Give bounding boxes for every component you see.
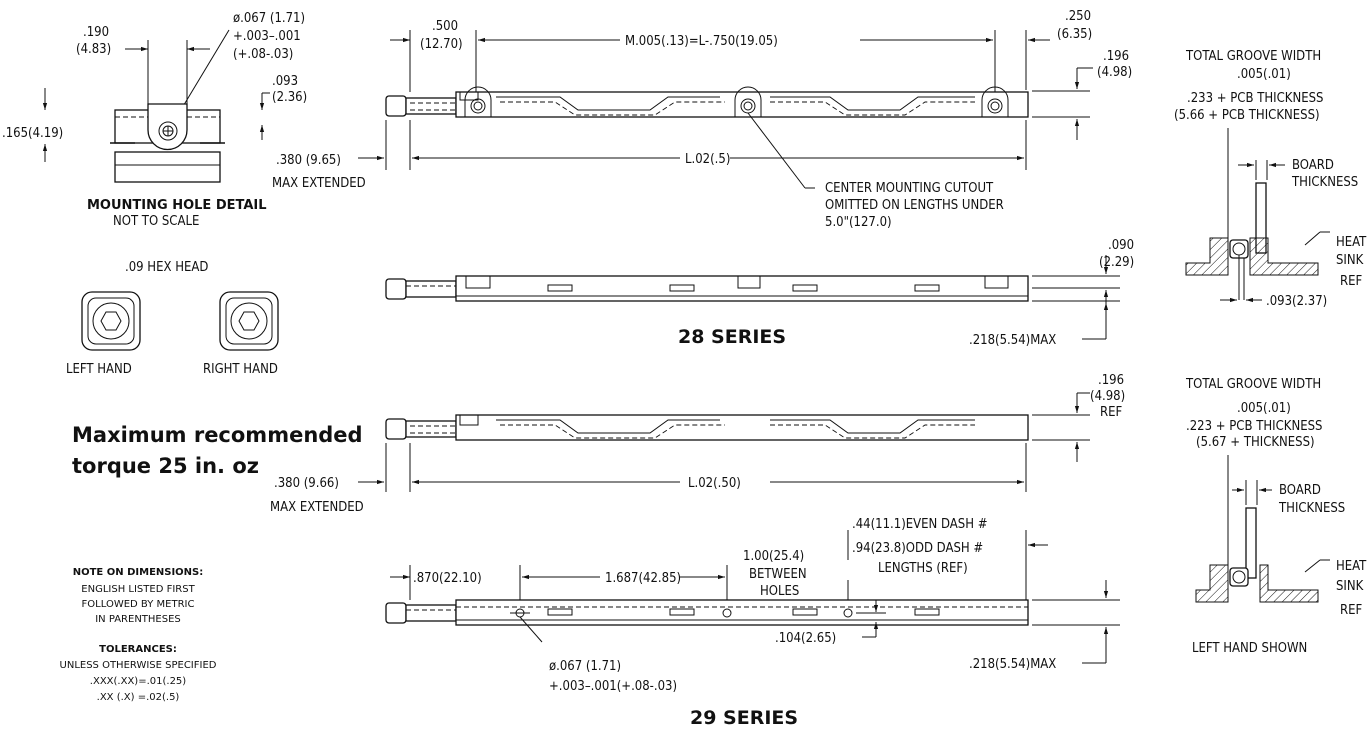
- right-hand-hex: [219, 291, 279, 351]
- s29-d870: .870(22.10): [413, 571, 482, 586]
- s28-center-l1: CENTER MOUNTING CUTOUT: [825, 181, 994, 196]
- groove-section-29: TOTAL GROOVE WIDTH .005(.01) .223 + PCB …: [1185, 377, 1367, 656]
- s29-lengths: LENGTHS (REF): [878, 561, 968, 576]
- s29-between: BETWEEN: [749, 567, 807, 582]
- g28-t3: .233 + PCB THICKNESS: [1187, 91, 1323, 106]
- s29-d104: .104(2.65): [775, 631, 836, 646]
- left-hand-label: LEFT HAND: [66, 362, 132, 377]
- notes-tol-l3: .XX (.X) =.02(.5): [97, 692, 180, 703]
- g29-ref: REF: [1340, 603, 1363, 618]
- g28-t2: .005(.01): [1237, 67, 1291, 82]
- dim-tol-mm: (+.08-.03): [233, 47, 293, 62]
- torque-line2: torque 25 in. oz: [72, 454, 259, 478]
- series-28-side-view: .500 (12.70) M.005(.13)=L-.750(19.05) .2…: [272, 9, 1132, 230]
- g28-board1: BOARD: [1292, 158, 1334, 173]
- g28-ref: REF: [1340, 274, 1363, 289]
- notes-dim-l3: IN PARENTHESES: [95, 614, 181, 625]
- mounting-hole-detail: .190 (4.83) ø.067 (1.71) +.003–.001 (+.0…: [2, 11, 307, 229]
- g28-board2: THICKNESS: [1291, 175, 1358, 190]
- s28-center-l2: OMITTED ON LENGTHS UNDER: [825, 198, 1004, 213]
- series-28-top-view: .090 (2.29) .218(5.54)MAX 28 SERIES: [385, 238, 1134, 348]
- s28-d500-in: .500: [432, 19, 458, 34]
- dim-tol-in: +.003–.001: [233, 29, 301, 44]
- s28-d090-mm: (2.29): [1099, 255, 1134, 270]
- torque-note: Maximum recommended torque 25 in. oz: [72, 423, 363, 478]
- groove-section-28: TOTAL GROOVE WIDTH .005(.01) .233 + PCB …: [1174, 49, 1367, 309]
- notes-tol-l1: UNLESS OTHERWISE SPECIFIED: [60, 660, 217, 671]
- g28-sink: SINK: [1336, 253, 1364, 268]
- series-29-top-view: .44(11.1)EVEN DASH # .94(23.8)ODD DASH #…: [385, 517, 1120, 729]
- g28-t1: TOTAL GROOVE WIDTH: [1185, 49, 1321, 64]
- g29-t4: (5.67 + THICKNESS): [1196, 435, 1315, 450]
- s29-d196-in: .196: [1098, 373, 1124, 388]
- g29-board2: THICKNESS: [1278, 501, 1345, 516]
- right-hand-label: RIGHT HAND: [203, 362, 278, 377]
- notes-tol-title: TOLERANCES:: [99, 644, 177, 655]
- s29-dim-L: L.02(.50): [688, 476, 741, 491]
- s29-d196-mm: (4.98): [1090, 389, 1125, 404]
- mounting-subtitle: NOT TO SCALE: [113, 214, 199, 229]
- g29-heat: HEAT: [1336, 559, 1367, 574]
- dim-093-mm: (2.36): [272, 90, 307, 105]
- hex-title: .09 HEX HEAD: [125, 260, 208, 275]
- g29-t1: TOTAL GROOVE WIDTH: [1185, 377, 1321, 392]
- notes-dim-title: NOTE ON DIMENSIONS:: [73, 567, 204, 578]
- s28-d196-mm: (4.98): [1097, 65, 1132, 80]
- mounting-title: MOUNTING HOLE DETAIL: [87, 198, 267, 213]
- series-29-side-view: .196 (4.98) REF .380 (9.66) MAX EXTENDED…: [270, 373, 1125, 515]
- s29-d1687: 1.687(42.85): [605, 571, 681, 586]
- left-hand-hex: [81, 291, 141, 351]
- g28-t4: (5.66 + PCB THICKNESS): [1174, 108, 1320, 123]
- s29-d44: .44(11.1)EVEN DASH #: [852, 517, 988, 532]
- g28-heat: HEAT: [1336, 235, 1367, 250]
- s28-d250-in: .250: [1065, 9, 1091, 24]
- g28-d093: .093(2.37): [1266, 294, 1327, 309]
- dim-190-in: .190: [83, 25, 109, 40]
- hex-head-views: .09 HEX HEAD LEFT HAND RIGHT HAND: [66, 260, 279, 377]
- s29-d380: .380 (9.66): [274, 476, 339, 491]
- s29-dia-in: ø.067 (1.71): [549, 659, 621, 674]
- dim-093-in: .093: [272, 74, 298, 89]
- s28-dim-L: L.02(.5): [685, 152, 730, 167]
- s28-center-l3: 5.0"(127.0): [825, 215, 892, 230]
- s28-d500-mm: (12.70): [420, 37, 463, 52]
- g29-t2: .005(.01): [1237, 401, 1291, 416]
- notes-block: NOTE ON DIMENSIONS: ENGLISH LISTED FIRST…: [60, 567, 217, 703]
- dim-dia-in: ø.067 (1.71): [233, 11, 305, 26]
- s29-ref: REF: [1100, 405, 1123, 420]
- notes-dim-l1: ENGLISH LISTED FIRST: [81, 584, 195, 595]
- torque-line1: Maximum recommended: [72, 423, 363, 447]
- s28-d380: .380 (9.65): [276, 153, 341, 168]
- s29-d94: .94(23.8)ODD DASH #: [852, 541, 983, 556]
- s29-d100: 1.00(25.4): [743, 549, 804, 564]
- s29-series-title: 29 SERIES: [690, 707, 798, 729]
- s28-d218: .218(5.54)MAX: [969, 333, 1056, 348]
- g29-sink: SINK: [1336, 579, 1364, 594]
- s28-dim-M: M.005(.13)=L-.750(19.05): [625, 34, 778, 49]
- s29-max-ext: MAX EXTENDED: [270, 500, 364, 515]
- s28-d196-in: .196: [1103, 49, 1129, 64]
- g29-board1: BOARD: [1279, 483, 1321, 498]
- s29-d218: .218(5.54)MAX: [969, 657, 1056, 672]
- g29-t3: .223 + PCB THICKNESS: [1186, 419, 1322, 434]
- g29-shown: LEFT HAND SHOWN: [1192, 641, 1307, 656]
- s28-max-ext: MAX EXTENDED: [272, 176, 366, 191]
- s28-series-title: 28 SERIES: [678, 326, 786, 348]
- notes-tol-l2: .XXX(.XX)=.01(.25): [90, 676, 187, 687]
- dim-190-mm: (4.83): [76, 42, 111, 57]
- dim-165: .165(4.19): [2, 126, 63, 141]
- s28-d090-in: .090: [1108, 238, 1134, 253]
- s29-dia-tol: +.003–.001(+.08-.03): [549, 679, 677, 694]
- notes-dim-l2: FOLLOWED BY METRIC: [82, 599, 195, 610]
- s28-d250-mm: (6.35): [1057, 27, 1092, 42]
- s29-holes: HOLES: [760, 584, 799, 599]
